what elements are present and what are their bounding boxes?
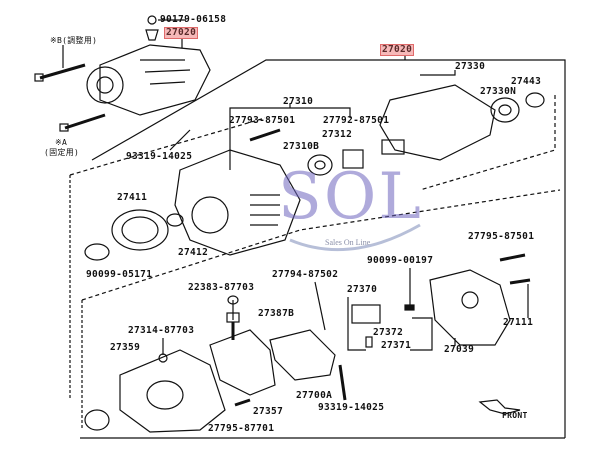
watermark-swoosh — [289, 223, 421, 252]
front-arrow-label: FRONT — [502, 411, 528, 420]
callout-nut-terminal: 90099-00197 — [367, 255, 434, 266]
lower-parts-illustration — [84, 281, 521, 433]
callout-stud-left: 27793-87501 — [229, 115, 296, 126]
watermark-tagline: Sales On Line — [325, 238, 371, 247]
callout-bearing-cover: 27443 — [511, 76, 542, 87]
callout-assembly-top[interactable]: 27020 — [163, 27, 199, 39]
callout-nut-regulator: 22383-87703 — [188, 282, 255, 293]
callout-brush: 27372 — [373, 327, 404, 338]
note-bolt-b: ※B(調整用) — [50, 36, 98, 45]
note-bolt-a-1: ※A — [55, 138, 68, 147]
callout-nut-top: 90179-06158 — [160, 14, 227, 25]
callout-frame-assy: 27310 — [283, 96, 314, 107]
rear-cover-illustration — [429, 253, 531, 346]
watermark-logo: SOL — [278, 160, 423, 234]
callout-spring: 27371 — [381, 340, 412, 351]
assembly-frame — [69, 55, 566, 439]
callout-assembly-main[interactable]: 27020 — [379, 44, 415, 56]
callout-brush-holder-assy: 27370 — [347, 284, 378, 295]
callout-regulator: 27357 — [253, 406, 284, 417]
alternator-assembly-illustration — [34, 15, 211, 132]
callout-rotor-assy: 27330 — [455, 61, 486, 72]
drive-frame-illustration — [84, 128, 364, 261]
callout-pulley: 27411 — [117, 192, 148, 203]
callout-insulator: 27387B — [258, 308, 295, 319]
callout-screw-bottom: 93319-14025 — [318, 402, 385, 413]
callout-retainer: 27312 — [322, 129, 353, 140]
note-bolt-a-2: (固定用) — [44, 148, 80, 157]
callout-stud-right: 27792-87501 — [323, 115, 390, 126]
brush-holder-illustration — [347, 268, 433, 351]
callout-drive-end-frame: 27359 — [110, 342, 141, 353]
callout-pulley-nut: 90099-05171 — [86, 269, 153, 280]
callout-bolt-bottom: 27795-87701 — [208, 423, 275, 434]
callout-rear-cover-bolt: 27111 — [503, 317, 534, 328]
callout-nut-drive-frame: 27314-87703 — [128, 325, 195, 336]
callout-rear-end-cover: 27039 — [444, 344, 475, 355]
callout-bearing-rear: 27330N — [480, 86, 517, 97]
callout-screw-rectifier: 27794-87502 — [272, 269, 339, 280]
callout-bearing-front: 27310B — [283, 141, 320, 152]
rotor-illustration — [229, 70, 545, 170]
callout-bolt-rear-cover: 27795-87501 — [468, 231, 535, 242]
callout-rectifier: 27700A — [296, 390, 333, 401]
callout-screw-top: 93319-14025 — [126, 151, 193, 162]
callout-spacer: 27412 — [178, 247, 209, 258]
